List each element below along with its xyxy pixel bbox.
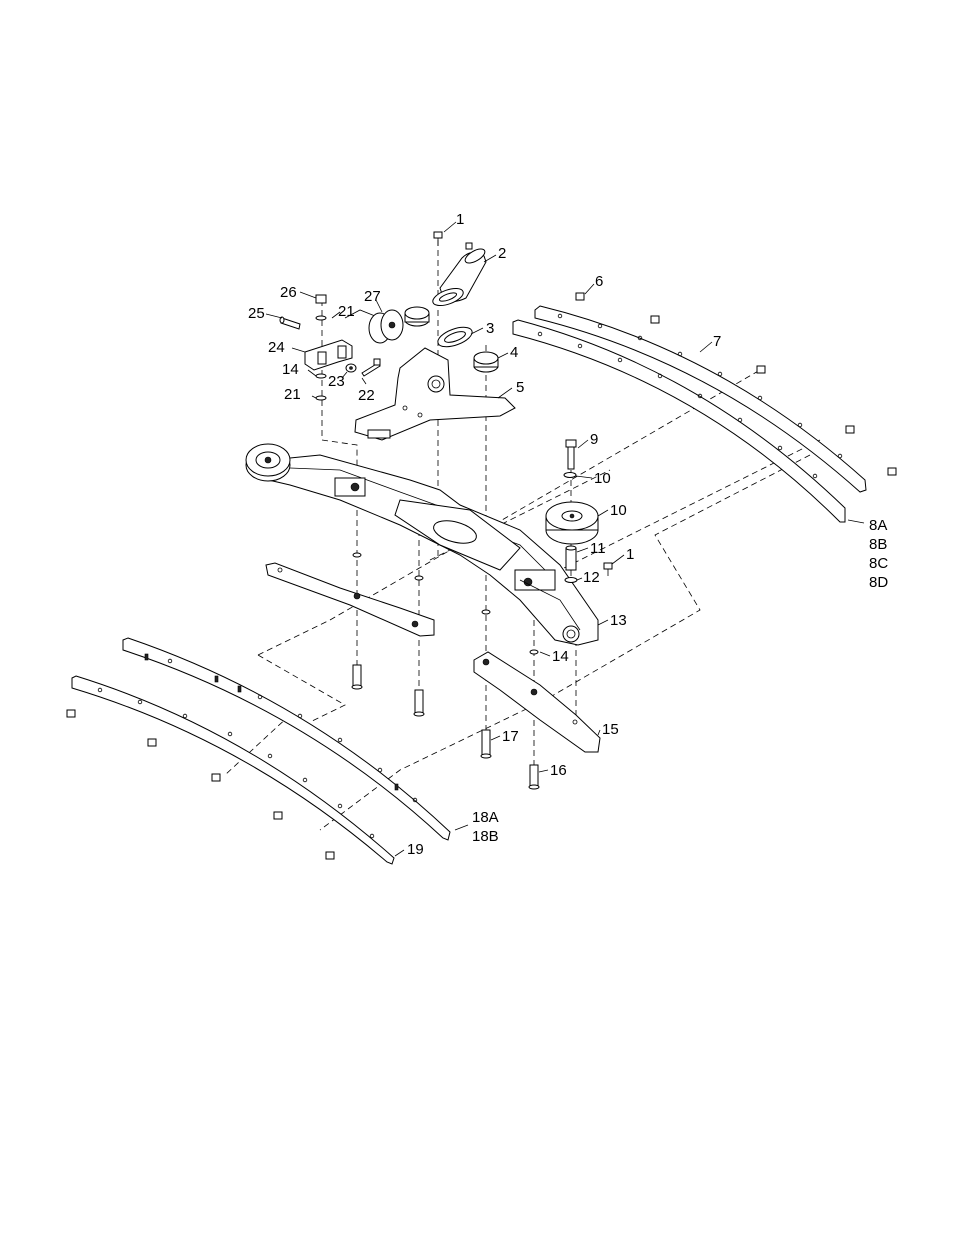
part-18-curved-blade	[122, 637, 451, 841]
part-15-lower-arm	[473, 609, 601, 753]
callout-27: 27	[364, 288, 381, 305]
part-12-spacer	[565, 545, 577, 571]
part-10-washer-upper	[563, 472, 577, 478]
part-19-curved-blade	[71, 675, 395, 865]
part-16-bolt	[528, 764, 540, 790]
part-27-roller	[344, 309, 404, 344]
callout-14-right: 14	[552, 648, 569, 665]
part-14-washer-left	[315, 373, 327, 379]
part-21-washer-bottom	[315, 395, 327, 401]
part-9-bolt	[565, 439, 577, 470]
main-beam	[259, 454, 599, 646]
part-10-washer-lower	[564, 577, 578, 583]
part-21-washer-top	[315, 315, 327, 321]
callout-22: 22	[358, 387, 375, 404]
callout-21-bottom: 21	[284, 386, 301, 403]
part-4-bumpers	[404, 306, 499, 373]
callout-9: 9	[590, 431, 598, 448]
callout-1-top: 1	[456, 211, 464, 228]
part-26-nut	[315, 294, 327, 304]
part-22-bolt	[361, 358, 381, 377]
callout-8a: 8A	[869, 517, 887, 534]
callout-labels: 1 2 3 4 5 6 7 8A 8B 8C 8D 9 10 10 11 1 1…	[248, 211, 888, 858]
part-7-curved-blade	[534, 305, 867, 493]
left-bolts	[351, 664, 425, 717]
callout-5: 5	[516, 379, 524, 396]
callout-3: 3	[486, 320, 494, 337]
callout-13: 13	[610, 612, 627, 629]
callout-8b: 8B	[869, 536, 887, 553]
callout-23: 23	[328, 373, 345, 390]
callout-17: 17	[502, 728, 519, 745]
part-8-curved-blade	[512, 319, 846, 523]
part-17-bolt	[480, 729, 492, 759]
part-3-gaskets	[432, 287, 473, 348]
callout-16: 16	[550, 762, 567, 779]
left-lower-arm	[265, 552, 435, 637]
callout-21-top: 21	[338, 303, 355, 320]
callout-6: 6	[595, 273, 603, 290]
callout-8d: 8D	[869, 574, 888, 591]
part-1-screw-right	[603, 562, 613, 576]
callout-18b: 18B	[472, 828, 499, 845]
part-5-pivot-plate	[354, 347, 516, 441]
part-25-pin	[279, 316, 301, 330]
callout-12: 11	[590, 540, 606, 557]
callout-15: 15	[602, 721, 619, 738]
part-1-screw	[433, 231, 443, 246]
callout-11: 10	[610, 502, 627, 519]
callout-25: 25	[248, 305, 265, 322]
callout-10-lower: 12	[583, 569, 600, 586]
callout-14-left: 14	[282, 361, 299, 378]
callout-2: 2	[498, 245, 506, 262]
callout-1-right: 1	[626, 546, 634, 563]
part-6-screws	[575, 292, 897, 476]
callout-7: 7	[713, 333, 721, 350]
callout-19: 19	[407, 841, 424, 858]
part-23-spacer	[345, 363, 357, 373]
leader-lines	[265, 221, 865, 857]
part-11-roller	[545, 501, 599, 545]
left-pulley	[245, 443, 291, 482]
callout-18a: 18A	[472, 809, 499, 826]
part-24-bracket	[304, 339, 353, 371]
callout-26: 26	[280, 284, 297, 301]
callout-10-upper: 10	[594, 470, 611, 487]
callout-4: 4	[510, 344, 518, 361]
callout-8c: 8C	[869, 555, 888, 572]
callout-24: 24	[268, 339, 285, 356]
left-blade-screws	[66, 709, 335, 860]
